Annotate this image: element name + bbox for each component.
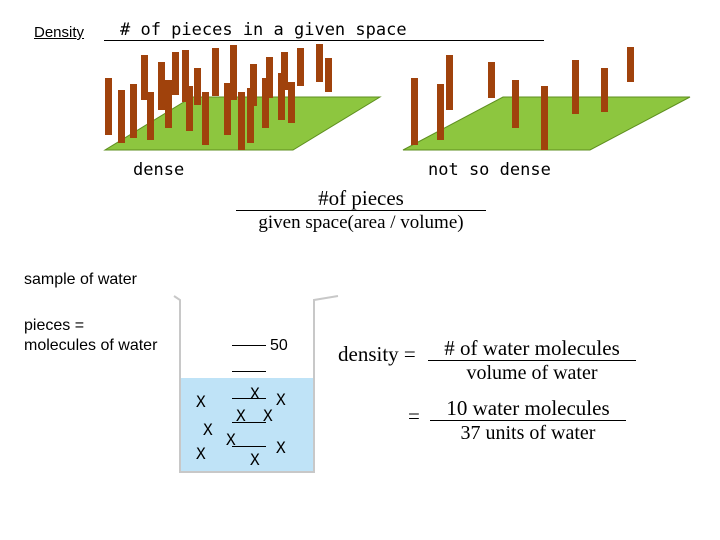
stick [297,48,304,86]
water-molecule-x: X [250,450,260,469]
pieces-label-line1: pieces = [24,316,157,336]
stick [247,88,254,143]
stick [165,80,172,128]
general-numerator: #of pieces [236,186,486,211]
water-density-lhs: density = [338,342,416,367]
stick [601,68,608,112]
graduation-mark-50 [232,345,266,346]
stick [325,58,332,92]
stick [224,83,231,135]
water-molecule-x: X [226,430,236,449]
water-numerator-2: 10 water molecules [430,396,626,421]
sparse-caption: not so dense [428,160,551,180]
graduation-mark [232,446,266,447]
stick [437,84,444,140]
water-denominator-2: 37 units of water [430,421,626,445]
pieces-label: pieces = molecules of water [24,316,157,356]
dense-caption: dense [133,160,184,180]
stick [105,78,112,135]
stick [316,44,323,82]
general-denominator: given space(area / volume) [236,211,486,235]
water-molecule-x: X [263,406,273,425]
water-molecule-x: X [276,390,286,409]
density-panels-illustration [0,0,720,200]
stick [512,80,519,128]
water-molecule-x: X [196,392,206,411]
water-denominator-1: volume of water [428,361,636,385]
stick [446,55,453,110]
equals-sign: = [408,404,420,429]
stick [186,86,193,131]
stick [212,48,219,96]
stick [194,68,201,105]
water-numerator-1: # of water molecules [428,336,636,361]
stick [202,92,209,145]
stick [488,62,495,98]
sample-of-water-label: sample of water [24,271,137,289]
stick [118,90,125,143]
graduation-label-50: 50 [270,337,288,355]
stick [172,52,179,95]
stick [147,92,154,140]
graduation-mark [232,398,266,399]
stick [230,45,237,100]
graduation-mark [232,371,266,372]
water-molecule-x: X [203,420,213,439]
stick [541,86,548,150]
general-formula: #of pieces given space(area / volume) [236,186,486,235]
water-density-value-fraction: 10 water molecules 37 units of water [430,396,626,445]
stick [262,78,269,128]
water-molecule-x: X [250,384,260,403]
stick [158,62,165,110]
water-density-fraction: # of water molecules volume of water [428,336,636,385]
stick [288,82,295,123]
stick [130,84,137,138]
stick [238,92,245,150]
stick [411,78,418,145]
stick [278,73,285,120]
stick [572,60,579,114]
water-molecule-x: X [196,444,206,463]
water-molecule-x: X [276,438,286,457]
sparse-panel [403,47,690,150]
water-molecule-x: X [236,406,246,425]
dense-panel [105,44,380,150]
stick [141,55,148,100]
pieces-label-line2: molecules of water [24,336,157,356]
stick [627,47,634,82]
